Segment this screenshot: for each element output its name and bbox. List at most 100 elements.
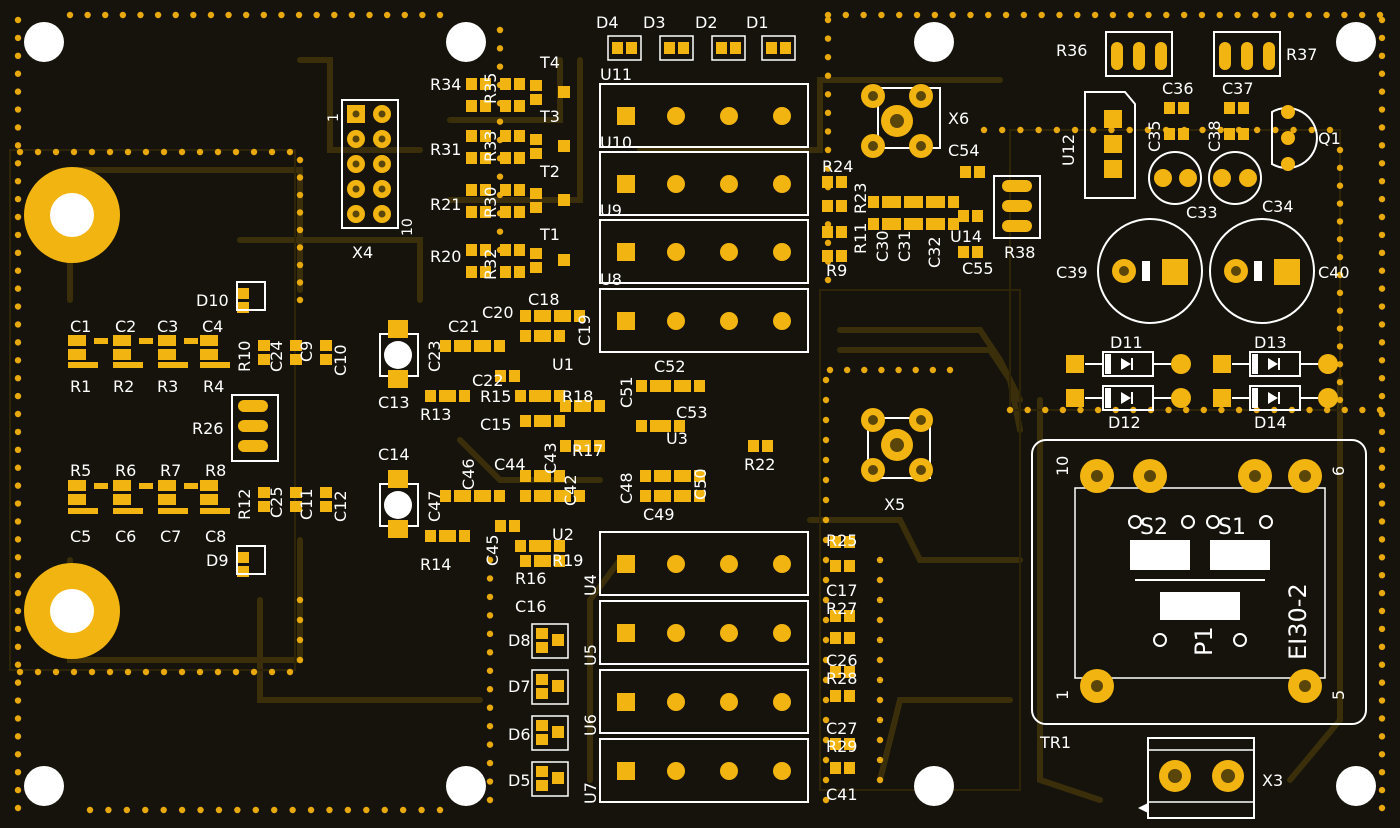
- label-u6: U6: [581, 714, 600, 736]
- smd-pad: [460, 490, 471, 502]
- via-icon: [14, 195, 22, 203]
- smd-pad: [500, 152, 511, 164]
- via-icon: [1269, 11, 1277, 19]
- transistor-q1: [1271, 105, 1318, 171]
- smd-pad: [680, 380, 691, 392]
- via-icon: [822, 716, 830, 724]
- label-c16: C16: [515, 597, 547, 616]
- label-r26: R26: [192, 419, 223, 438]
- via-icon: [1336, 271, 1344, 279]
- label-c31: C31: [895, 230, 914, 262]
- via-icon: [1378, 213, 1386, 221]
- label-tr-pin6: 6: [1329, 466, 1348, 476]
- via-icon: [52, 668, 60, 676]
- via-icon: [142, 148, 150, 156]
- via-icon: [1378, 249, 1386, 257]
- via-icon: [1199, 126, 1206, 134]
- mounting-hole-icon: [446, 22, 486, 62]
- smd-pad: [466, 78, 477, 90]
- via-icon: [1165, 406, 1172, 414]
- via-icon: [931, 11, 939, 19]
- via-icon: [14, 267, 22, 274]
- label-c41: C41: [826, 785, 858, 804]
- via-icon: [876, 596, 884, 604]
- label-r18: R18: [562, 387, 593, 406]
- via-icon: [486, 649, 494, 656]
- label-u3: U3: [666, 429, 688, 448]
- label-d9: D9: [206, 551, 229, 570]
- smd-pad: [466, 184, 477, 196]
- smd-pad: [237, 566, 249, 577]
- via-icon: [1126, 126, 1133, 134]
- smd-pad: [164, 349, 176, 360]
- via-icon: [1180, 11, 1188, 19]
- smd-pad: [164, 494, 176, 505]
- via-icon: [822, 756, 830, 764]
- smd-pad: [514, 266, 525, 278]
- smd-pad: [495, 370, 506, 382]
- smd-pad: [445, 390, 456, 402]
- smd-pad: [960, 166, 971, 178]
- rectifier-diodes: [1066, 351, 1338, 411]
- via-icon: [14, 374, 22, 382]
- via-icon: [878, 11, 885, 19]
- smd-pad: [612, 42, 623, 54]
- via-icon: [1378, 285, 1386, 292]
- label-c55: C55: [962, 259, 994, 278]
- smd-pad: [206, 480, 218, 491]
- via-icon: [190, 11, 197, 19]
- via-icon: [822, 376, 830, 384]
- label-tr-pin1: 1: [1053, 690, 1072, 700]
- smd-pad: [520, 555, 531, 567]
- smd-pad: [494, 490, 505, 502]
- smd-pad: [536, 674, 548, 685]
- via-icon: [326, 806, 333, 814]
- via-icon: [215, 806, 223, 814]
- label-c14: C14: [378, 445, 410, 464]
- smd-pad: [972, 246, 983, 258]
- via-icon: [826, 366, 834, 374]
- terminal-x3: [1138, 737, 1255, 819]
- smd-pad: [500, 184, 511, 196]
- smd-pad: [822, 226, 833, 238]
- smd-pad: [1164, 128, 1175, 140]
- via-icon: [486, 630, 494, 638]
- smd-pad: [904, 218, 915, 230]
- via-icon: [296, 209, 304, 216]
- via-icon: [142, 806, 149, 814]
- via-icon: [985, 11, 992, 19]
- label-x3: X3: [1262, 771, 1283, 790]
- via-icon: [486, 722, 494, 730]
- via-icon: [1336, 200, 1344, 207]
- smd-pad: [500, 244, 511, 256]
- via-icon: [486, 796, 494, 804]
- smd-pad: [500, 100, 511, 112]
- smd-pad: [640, 490, 651, 502]
- via-icon: [70, 148, 78, 156]
- via-icon: [486, 667, 494, 674]
- via-icon: [486, 686, 494, 693]
- smd-pad: [480, 184, 491, 196]
- smd-pad: [520, 490, 531, 502]
- via-icon: [1378, 16, 1386, 24]
- smd-pad: [674, 380, 685, 392]
- smd-pad: [74, 335, 86, 346]
- via-icon: [14, 285, 22, 292]
- smd-pad: [509, 520, 520, 532]
- smd-pad: [74, 349, 86, 360]
- via-icon: [207, 11, 215, 19]
- label-x4-pin1: 1: [326, 113, 342, 122]
- via-icon: [1218, 406, 1225, 414]
- via-icon: [366, 11, 373, 19]
- via-icon: [1336, 253, 1344, 261]
- smd-pad: [868, 218, 879, 230]
- smd-pad: [836, 176, 847, 188]
- smd-pad: [554, 310, 565, 322]
- via-icon: [1056, 11, 1063, 19]
- via-icon: [178, 668, 186, 676]
- smd-pad: [164, 480, 176, 491]
- smd-pad: [830, 632, 841, 644]
- via-icon: [1323, 406, 1331, 414]
- via-icon: [999, 126, 1006, 134]
- regulator-u12: [1084, 91, 1136, 199]
